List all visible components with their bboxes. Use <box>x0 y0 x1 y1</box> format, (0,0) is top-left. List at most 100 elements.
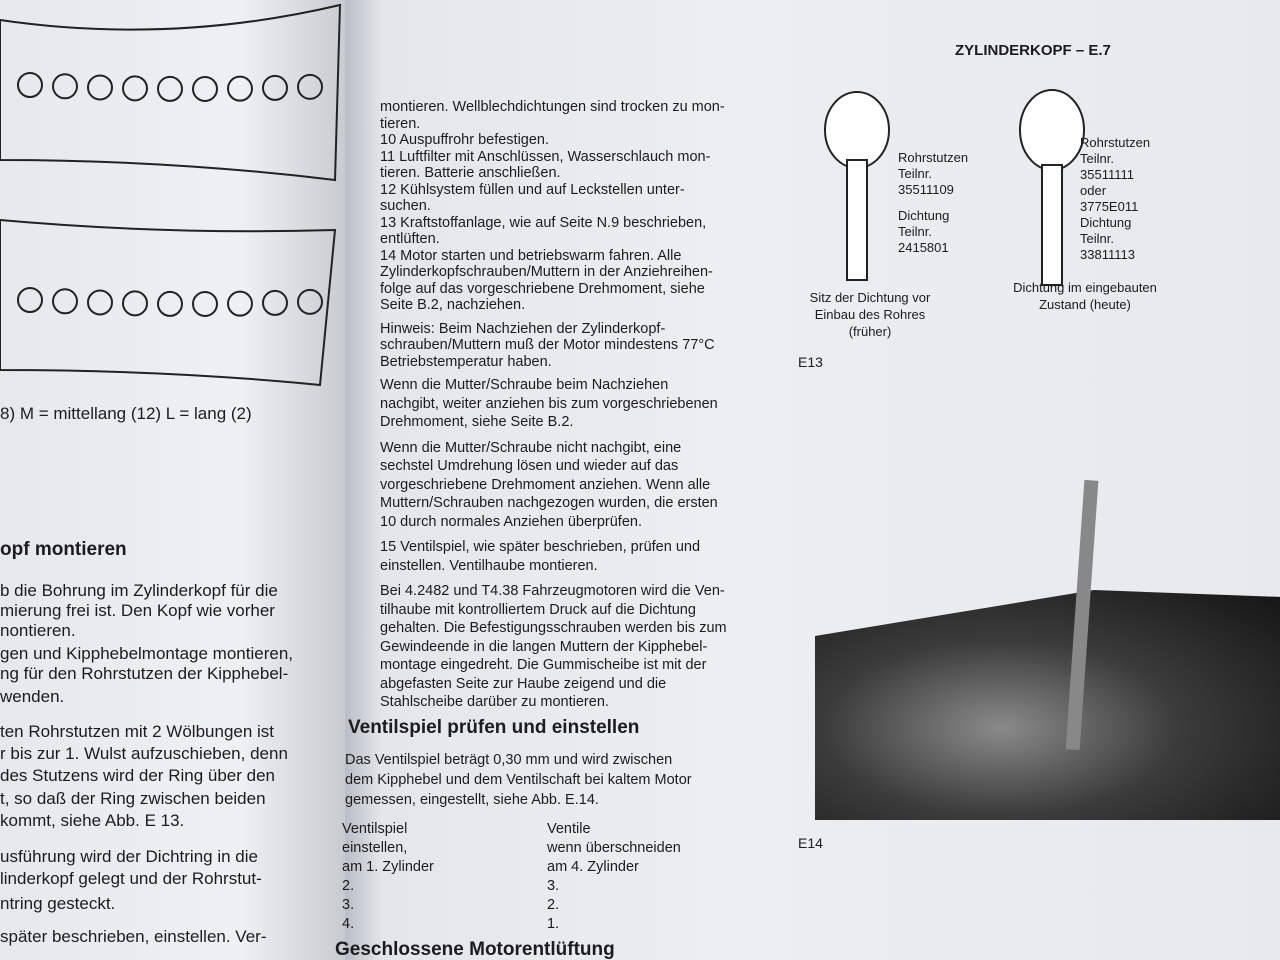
text-line: Gewindeende in die langen Muttern der Ki… <box>380 638 708 655</box>
table-cell: 3. <box>547 878 560 894</box>
table-cell: Ventile <box>547 821 591 837</box>
page-header: ZYLINDERKOPF – E.7 <box>955 42 1111 59</box>
text-line: Wenn die Mutter/Schraube beim Nachziehen <box>380 377 669 393</box>
bolt-hole <box>52 73 78 100</box>
text-line: tieren. Batterie anschließen. <box>380 165 561 181</box>
table-cell: am 1. Zylinder <box>342 859 434 875</box>
bolt-hole <box>192 75 218 102</box>
text-line: ten Rohrstutzen mit 2 Wölbungen ist <box>0 722 275 741</box>
figure-e14-label: E14 <box>798 835 823 851</box>
text-line: Das Ventilspiel beträgt 0,30 mm und wird… <box>345 752 673 768</box>
part-label: Teilnr. <box>1080 231 1114 246</box>
text-line: kommt, siehe Abb. E 13. <box>0 811 185 830</box>
bolt-hole <box>297 73 323 100</box>
text-line: Muttern/Schrauben nachgezogen wurden, di… <box>380 495 718 511</box>
text-line: Seite B.2, nachziehen. <box>380 297 526 313</box>
table-cell: 1. <box>547 916 560 932</box>
figure-e14-photo <box>815 590 1280 820</box>
text-line: 13 Kraftstoffanlage, wie auf Seite N.9 b… <box>380 214 707 231</box>
text-line: suchen. <box>380 198 431 214</box>
part-label: Teilnr. <box>898 224 932 239</box>
text-line: dem Kipphebel und dem Ventilschaft bei k… <box>345 772 692 788</box>
text-line: 11 Luftfilter mit Anschlüssen, Wassersch… <box>380 148 711 165</box>
table-cell: 2. <box>342 878 355 894</box>
part-label: Teilnr. <box>898 166 932 181</box>
text-line: später beschrieben, einstellen. Ver- <box>0 927 267 946</box>
text-line: Bei 4.2482 und T4.38 Fahrzeugmotoren wir… <box>380 583 725 599</box>
table-cell: 4. <box>342 916 355 932</box>
table-cell: einstellen, <box>342 840 408 856</box>
figure-e13-drawing <box>824 89 1085 286</box>
text-line: schrauben/Muttern muß der Motor mindeste… <box>380 337 715 353</box>
bolt-hole <box>122 75 148 102</box>
next-heading: Geschlossene Motorentlüftung <box>335 939 615 960</box>
bolt-hole <box>87 289 113 316</box>
text-line: tilhaube mit kontrolliertem Druck auf di… <box>380 601 696 618</box>
part-label: oder <box>1080 183 1107 198</box>
table-cell: 3. <box>342 897 355 913</box>
caption: Einbau des Rohres <box>814 307 926 322</box>
text-line: Wenn die Mutter/Schraube nicht nachgibt,… <box>380 439 682 456</box>
text-line: ng für den Rohrstutzen der Kipphebel- <box>0 664 289 683</box>
text-line: t, so daß der Ring zwischen beiden <box>0 789 266 808</box>
part-label: Rohrstutzen <box>898 150 969 165</box>
text-line: 15 Ventilspiel, wie später beschrieben, … <box>380 539 701 555</box>
text-line: vorgeschriebene Drehmoment anziehen. Wen… <box>380 476 711 493</box>
text-line: gemessen, eingestellt, siehe Abb. E.14. <box>345 792 599 808</box>
text-line: Hinweis: Beim Nachziehen der Zylinderkop… <box>380 320 666 337</box>
bolt-hole <box>17 72 43 98</box>
text-line: ntring gesteckt. <box>0 894 116 913</box>
part-label: Dichtung <box>898 208 950 223</box>
part-label: 35511109 <box>898 182 954 197</box>
left-heading: opf montieren <box>0 539 127 560</box>
caption: Sitz der Dichtung vor <box>809 290 931 305</box>
text-line: mierung frei ist. Den Kopf wie vorher <box>0 601 275 620</box>
text-line: Stahlscheibe darüber zu montieren. <box>380 694 609 710</box>
part-label: 2415801 <box>898 240 949 255</box>
caption: Zustand (heute) <box>1039 297 1131 312</box>
bolt-hole <box>297 288 323 315</box>
text-line: sechstel Umdrehung lösen und wieder auf … <box>380 458 679 474</box>
caption: (früher) <box>848 324 892 339</box>
table-cell: Ventilspiel <box>342 821 408 837</box>
diagram-legend: 8) M = mittellang (12) L = lang (2) <box>0 404 252 423</box>
text-line: Betriebstemperatur haben. <box>380 353 552 370</box>
table-cell: 2. <box>547 897 560 913</box>
text-line: Drehmoment, siehe Seite B.2. <box>380 414 574 430</box>
right-page: ZYLINDERKOPF – E.7 montieren. Wellblechd… <box>335 0 1280 960</box>
text-line: entlüften. <box>380 231 440 247</box>
bolt-hole <box>227 290 253 317</box>
section-heading: Ventilspiel prüfen und einstellen <box>348 717 640 738</box>
bolt-hole <box>262 289 288 316</box>
bolt-hole <box>17 287 43 313</box>
text-line: folge auf das vorgeschriebene Drehmoment… <box>380 280 705 297</box>
figure-e13-label: E13 <box>798 354 823 370</box>
part-label: Dichtung <box>1080 215 1132 230</box>
caption: Dichtung im eingebauten <box>1013 280 1157 295</box>
left-page: 8) M = mittellang (12) L = lang (2) opf … <box>0 0 345 960</box>
part-label: 35511111 <box>1080 167 1134 182</box>
text-line: usführung wird der Dichtring in die <box>0 847 258 866</box>
bolt-hole <box>52 288 78 315</box>
bolt-hole <box>262 74 288 101</box>
bolt-hole <box>227 75 253 102</box>
text-line: nachgibt, weiter anziehen bis zum vorges… <box>380 395 718 412</box>
part-label: 33811113 <box>1080 247 1135 262</box>
text-line: abgefasten Seite zur Haube zeigend und d… <box>380 675 667 692</box>
part-label: Teilnr. <box>1080 151 1114 166</box>
text-line: 12 Kühlsystem füllen und auf Leckstellen… <box>380 181 685 198</box>
text-line: 10 durch normales Anziehen überprüfen. <box>380 513 642 530</box>
text-line: linderkopf gelegt und der Rohrstut- <box>0 869 262 888</box>
bolt-hole <box>122 290 148 317</box>
text-line: montieren. Wellblechdichtungen sind troc… <box>380 99 725 115</box>
text-line: gehalten. Die Befestigungsschrauben werd… <box>380 620 727 636</box>
text-line: einstellen. Ventilhaube montieren. <box>380 557 598 574</box>
text-line: wenden. <box>0 687 65 706</box>
bolt-hole <box>87 74 113 101</box>
text-line: 10 Auspuffrohr befestigen. <box>380 132 550 148</box>
bolt-hole <box>157 75 183 102</box>
bolt-hole <box>192 290 218 317</box>
part-label: 3775E011 <box>1080 199 1139 214</box>
text-line: nontieren. <box>0 621 76 640</box>
cylinder-head-diagram <box>0 3 342 387</box>
